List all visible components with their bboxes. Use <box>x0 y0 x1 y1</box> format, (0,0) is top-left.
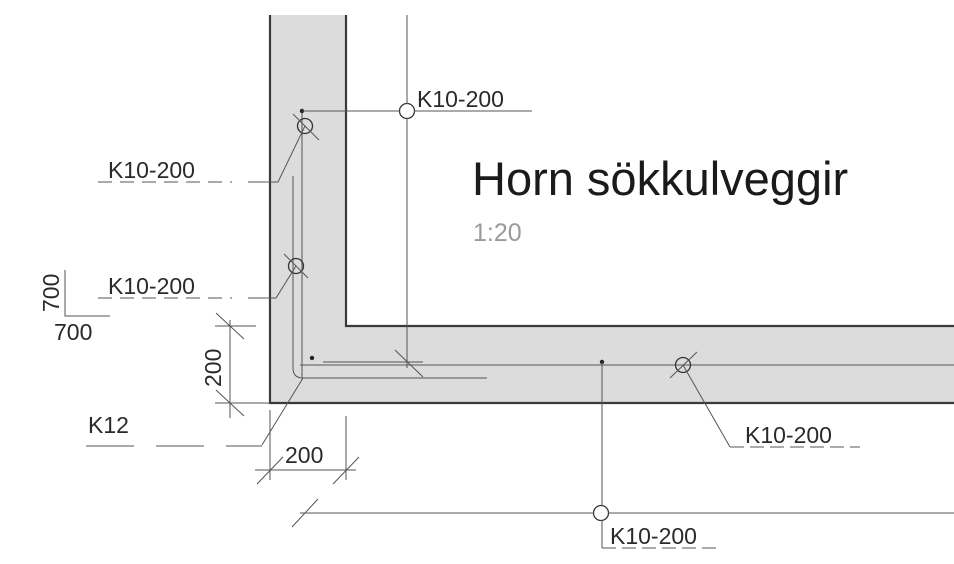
tick-bottom-left <box>291 498 319 528</box>
label-rebar-bottom: K10-200 <box>610 523 697 549</box>
corner-mark <box>64 270 110 317</box>
leader-left-lower <box>248 265 297 299</box>
rebar-symbol-bottom <box>592 504 610 522</box>
leader-corner <box>261 377 304 446</box>
dimension-vertical-label: 200 <box>200 349 226 387</box>
leader-left-upper <box>248 125 306 183</box>
corner-mark-vertical-label: 700 <box>38 274 64 312</box>
label-rebar-top: K10-200 <box>417 86 504 112</box>
tick-top <box>394 349 424 378</box>
drawing-scale: 1:20 <box>473 219 522 247</box>
drawing-title: Horn sökkulveggir <box>472 152 848 205</box>
corner-mark-horizontal-label: 700 <box>54 319 92 345</box>
label-rebar-right: K10-200 <box>745 422 832 448</box>
rebar-symbol-top <box>398 102 416 120</box>
label-rebar-left-upper: K10-200 <box>108 157 195 183</box>
rebar-dot-corner <box>309 355 315 361</box>
rebar-symbol-left-upper <box>292 113 320 141</box>
wall-section <box>270 15 954 403</box>
dimension-horizontal-200 <box>255 410 360 485</box>
dimension-horizontal-label: 200 <box>285 442 323 468</box>
leader-right <box>682 364 731 448</box>
dimension-vertical-200 <box>215 312 270 418</box>
label-rebar-left-lower: K10-200 <box>108 273 195 299</box>
label-rebar-corner: K12 <box>88 412 129 438</box>
